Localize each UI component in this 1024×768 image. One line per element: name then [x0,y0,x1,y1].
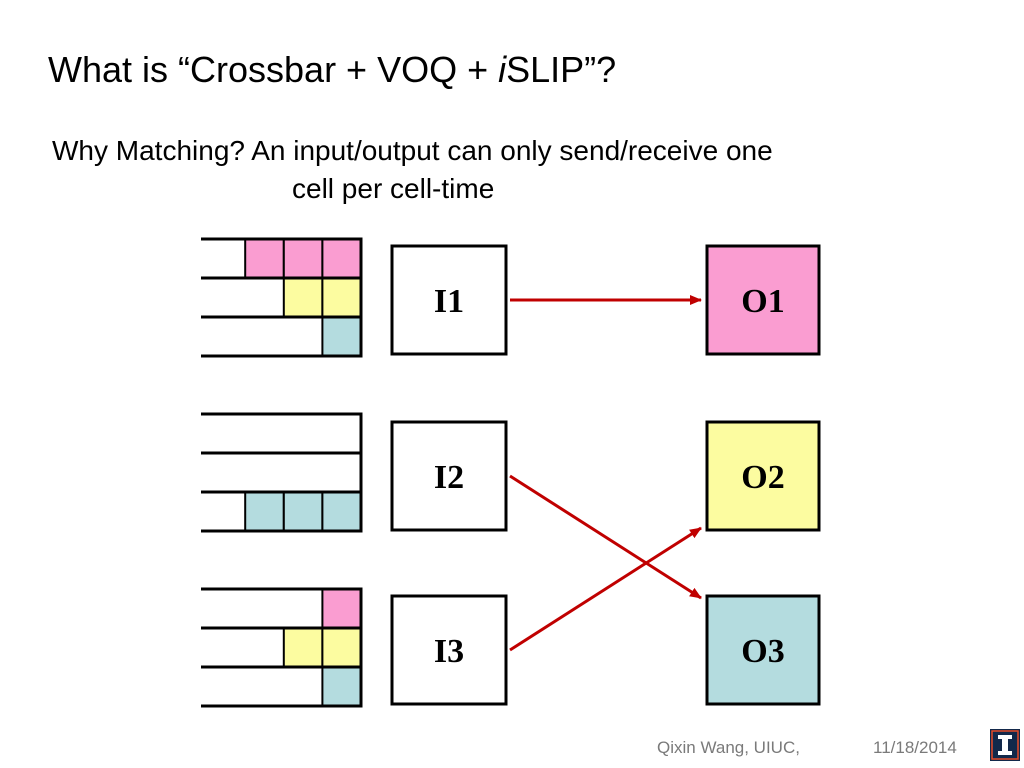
queued-cell [321,666,362,707]
input-port-i1: I1 [390,244,508,356]
input-label: I3 [434,633,464,670]
queued-cell [321,491,362,532]
input-box [390,420,508,532]
slide-title: What is “Crossbar + VOQ + iSLIP”? [48,48,616,92]
input-box [390,244,508,356]
input-port-i3: I3 [390,594,508,706]
illinois-i-logo-icon [990,729,1020,761]
output-box [705,244,821,356]
title-italic-i: i [498,49,507,90]
queued-cell [282,238,324,279]
queued-cell [321,588,362,629]
footer-date: 11/18/2014 [873,738,957,757]
queued-cell [321,316,362,357]
voq-i2 [201,412,363,533]
output-label: O3 [741,633,784,670]
subtitle-line-2: cell per cell-time [292,173,495,204]
voq-i1 [201,237,363,358]
voq-i3 [201,587,363,708]
queued-cell [282,277,324,318]
output-box [705,420,821,532]
output-port-o1: O1 [705,244,821,356]
output-port-o3: O3 [705,594,821,706]
queued-cell [244,238,285,279]
title-suffix: SLIP”? [506,49,617,90]
output-label: O1 [741,283,784,320]
slide-subtitle: Why Matching? An input/output can only s… [52,132,773,208]
queued-cell [282,627,324,668]
input-box [390,594,508,706]
footer-author: Qixin Wang, UIUC, [657,738,800,757]
output-label: O2 [741,459,784,496]
voq-group [201,237,363,708]
queued-cell [321,277,362,318]
title-prefix: What is “Crossbar + VOQ + [48,49,499,90]
subtitle-line-1: Why Matching? An input/output can only s… [52,135,773,166]
match-arrow-i2-o3 [509,474,702,600]
input-port-i2: I2 [390,420,508,532]
output-port-o2: O2 [705,420,821,532]
input-label: I2 [434,459,464,496]
match-arrow-i3-o2 [509,526,702,652]
input-label: I1 [434,283,464,320]
match-arrows [509,295,702,652]
output-box [705,594,821,706]
queued-cell [282,491,324,532]
queued-cell [244,491,285,532]
queued-cell [321,238,362,279]
queued-cell [321,627,362,668]
